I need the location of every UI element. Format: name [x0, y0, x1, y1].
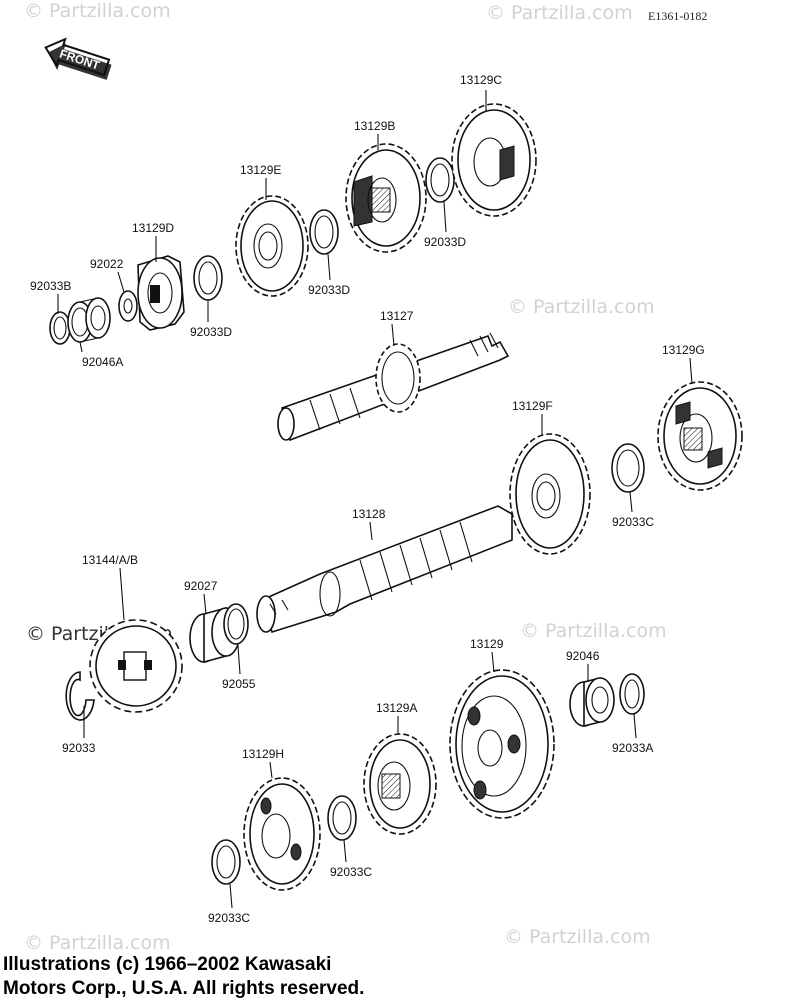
part-13129G[interactable] — [657, 381, 743, 491]
copyright-line-1: Illustrations (c) 1966–2002 Kawasaki — [3, 954, 332, 975]
label-13127: 13127 — [380, 309, 414, 323]
watermark: © Partzilla.com — [486, 2, 633, 24]
part-13129C[interactable] — [451, 103, 537, 217]
label-13128: 13128 — [352, 507, 386, 521]
part-13129H[interactable] — [243, 777, 321, 891]
part-92033D-3[interactable] — [425, 157, 455, 203]
label-92033C-1: 92033C — [612, 515, 654, 529]
part-13144[interactable] — [89, 619, 183, 713]
copyright-notice: Illustrations (c) 1966–2002 Kawasaki Mot… — [3, 953, 364, 1001]
copyright-line-2: Motors Corp., U.S.A. All rights reserved… — [3, 978, 365, 999]
part-92033C-3[interactable] — [211, 839, 241, 885]
label-92033D-3: 92033D — [424, 235, 466, 249]
part-13129E[interactable] — [235, 195, 309, 297]
part-13129[interactable] — [449, 669, 555, 819]
part-92046A[interactable] — [67, 297, 111, 343]
part-13129D[interactable] — [137, 255, 185, 331]
part-92033D-1[interactable] — [193, 255, 223, 301]
part-13129F[interactable] — [509, 433, 591, 555]
watermark: © Partzilla.com — [24, 932, 171, 954]
label-13129C: 13129C — [460, 73, 502, 87]
label-92055: 92055 — [222, 677, 256, 691]
part-92033C-2[interactable] — [327, 795, 357, 841]
part-92055[interactable] — [223, 603, 249, 645]
label-92022: 92022 — [90, 257, 124, 271]
part-labels: 13129C 13129B 13129E 13129D 92022 92033B… — [30, 73, 705, 925]
part-92046[interactable] — [569, 676, 615, 728]
part-13127[interactable] — [277, 332, 510, 442]
front-arrow-icon: FRONT — [44, 37, 112, 80]
label-13144: 13144/A/B — [82, 553, 138, 567]
part-92022[interactable] — [118, 290, 138, 322]
label-92033: 92033 — [62, 741, 96, 755]
part-92033B[interactable] — [49, 311, 71, 345]
label-92033B: 92033B — [30, 279, 71, 293]
part-13128[interactable] — [256, 505, 513, 634]
part-92033C-1[interactable] — [611, 443, 645, 493]
label-92033D-2: 92033D — [308, 283, 350, 297]
label-13129B: 13129B — [354, 119, 395, 133]
label-92033D-1: 92033D — [190, 325, 232, 339]
label-92027: 92027 — [184, 579, 218, 593]
label-13129A: 13129A — [376, 701, 417, 715]
part-92033A[interactable] — [619, 673, 645, 715]
label-92046A: 92046A — [82, 355, 123, 369]
part-13129A[interactable] — [363, 733, 437, 835]
watermark: © Partzilla.com — [508, 296, 655, 318]
part-92033D-2[interactable] — [309, 209, 339, 255]
watermark: © Partzilla.com — [520, 620, 667, 642]
label-92033C-3: 92033C — [208, 911, 250, 925]
label-13129G: 13129G — [662, 343, 705, 357]
part-13129B[interactable] — [345, 143, 427, 253]
part-92033[interactable] — [65, 671, 95, 721]
label-13129E: 13129E — [240, 163, 281, 177]
diagram-code: E1361-0182 — [648, 9, 708, 23]
label-13129: 13129 — [470, 637, 504, 651]
label-13129F: 13129F — [512, 399, 553, 413]
label-13129H: 13129H — [242, 747, 284, 761]
watermark: © Partzilla.com — [504, 926, 651, 948]
watermark: © Partzilla.com — [24, 0, 171, 22]
label-13129D: 13129D — [132, 221, 174, 235]
label-92046: 92046 — [566, 649, 600, 663]
label-92033A: 92033A — [612, 741, 653, 755]
label-92033C-2: 92033C — [330, 865, 372, 879]
leader-lines — [57, 90, 693, 909]
